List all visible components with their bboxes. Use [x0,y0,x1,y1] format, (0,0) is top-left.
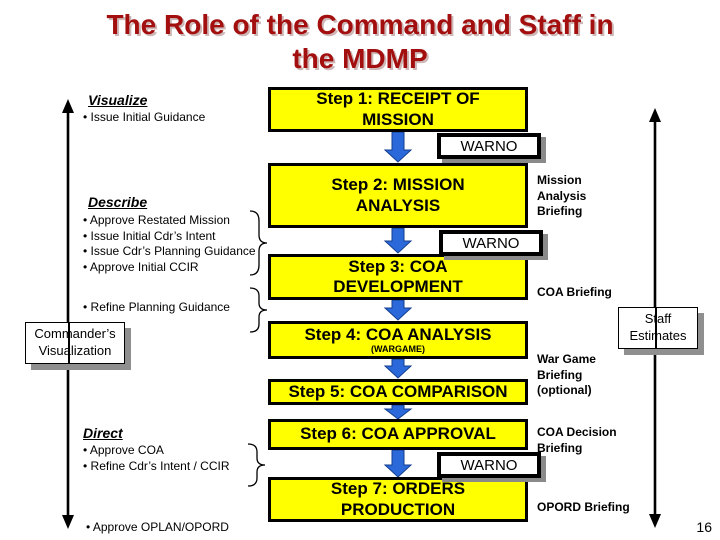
commanders-visualization-line2: Visualization [38,343,112,358]
flow-arrow-4 [383,358,413,379]
commanders-visualization-line1: Commander’s [34,326,116,342]
step-4-box: Step 4: COA ANALYSIS (WARGAME) [268,321,528,359]
step-4-line1: Step 4: COA ANALYSIS [304,324,492,344]
step-6-box: Step 6: COA APPROVAL [268,419,528,450]
step-3-box: Step 3: COA DEVELOPMENT [268,254,528,300]
staff-estimates-box: Staff Estimates [618,307,698,349]
refine-planning-bullet: Refine Planning Guidance [83,300,230,314]
flow-arrow-5 [383,404,413,420]
warno-label: WARNO [460,456,518,474]
commanders-visualization-box: Commander’s Visualization [25,322,125,364]
describe-heading: Describe [88,194,148,210]
describe-bullet: Approve Restated Mission [83,213,256,229]
refine-brace [249,287,268,333]
war-game-briefing-label: War Game Briefing (optional) [537,352,596,398]
direct-bullet: Refine Cdr’s Intent / CCIR [83,459,230,475]
warno-label: WARNO [462,234,520,252]
step-3-line2: DEVELOPMENT [333,277,463,296]
staff-estimates-line2: Estimates [629,328,687,343]
step-7-line1: Step 7: ORDERS [330,479,466,499]
warno-box-2: WARNO [439,230,543,256]
direct-bullet: Approve COA [83,443,230,459]
step-5-line1: Step 5: COA COMPARISON [288,381,508,401]
step-4-subtitle: (WARGAME) [371,344,425,355]
direct-bullets: Approve COA Refine Cdr’s Intent / CCIR [83,443,230,474]
step-5-box: Step 5: COA COMPARISON [268,379,528,405]
describe-bullet: Issue Initial Cdr’s Intent [83,229,256,245]
visualize-bullet: Issue Initial Guidance [83,110,206,124]
flow-arrow-2 [383,227,413,254]
page-number: 16 [696,519,712,535]
warno-label: WARNO [460,137,518,155]
step-1-line1: Step 1: RECEIPT OF [316,89,480,109]
coa-briefing-label: COA Briefing [537,285,612,299]
opord-briefing-label: OPORD Briefing [537,500,630,514]
warno-box-1: WARNO [437,133,541,159]
flow-arrow-3 [383,299,413,321]
coa-decision-briefing-label: COA Decision Briefing [537,425,617,455]
timeline-through-line [68,323,70,363]
page-title-line2: the MDMP [292,42,428,74]
direct-heading: Direct [83,425,123,441]
visualize-heading: Visualize [88,92,148,108]
warno-box-3: WARNO [437,452,541,478]
describe-bullet: Issue Cdr’s Planning Guidance [83,244,256,260]
step-1-box: Step 1: RECEIPT OF MISSION [268,87,528,132]
step-1-line2: MISSION [362,109,434,129]
direct-brace [247,443,266,487]
staff-estimates-line1: Staff [644,311,672,327]
describe-bullets: Approve Restated Mission Issue Initial C… [83,213,256,275]
flow-arrow-1 [383,131,413,163]
describe-bullet: Approve Initial CCIR [83,260,256,276]
flow-arrow-6 [383,449,413,478]
step-7-box: Step 7: ORDERS PRODUCTION [268,477,528,522]
page-title-line1: The Role of the Command and Staff in [106,9,614,40]
timeline-through-line [655,308,657,348]
step-2-line2: ANALYSIS [355,195,441,215]
step-7-line2: PRODUCTION [340,499,456,519]
step-2-box: Step 2: MISSION ANALYSIS [268,163,528,228]
page-title: The Role of the Command and Staff in the… [0,8,720,75]
step-3-line1: Step 3: COA [348,256,448,276]
step-2-line1: Step 2: MISSION [331,175,465,195]
mission-analysis-briefing-label: Mission Analysis Briefing [537,173,587,219]
approve-oplan-bullet: Approve OPLAN/OPORD [86,520,229,534]
describe-brace [249,210,268,276]
step-6-line1: Step 6: COA APPROVAL [300,424,496,444]
left-timeline-arrow [62,99,74,529]
